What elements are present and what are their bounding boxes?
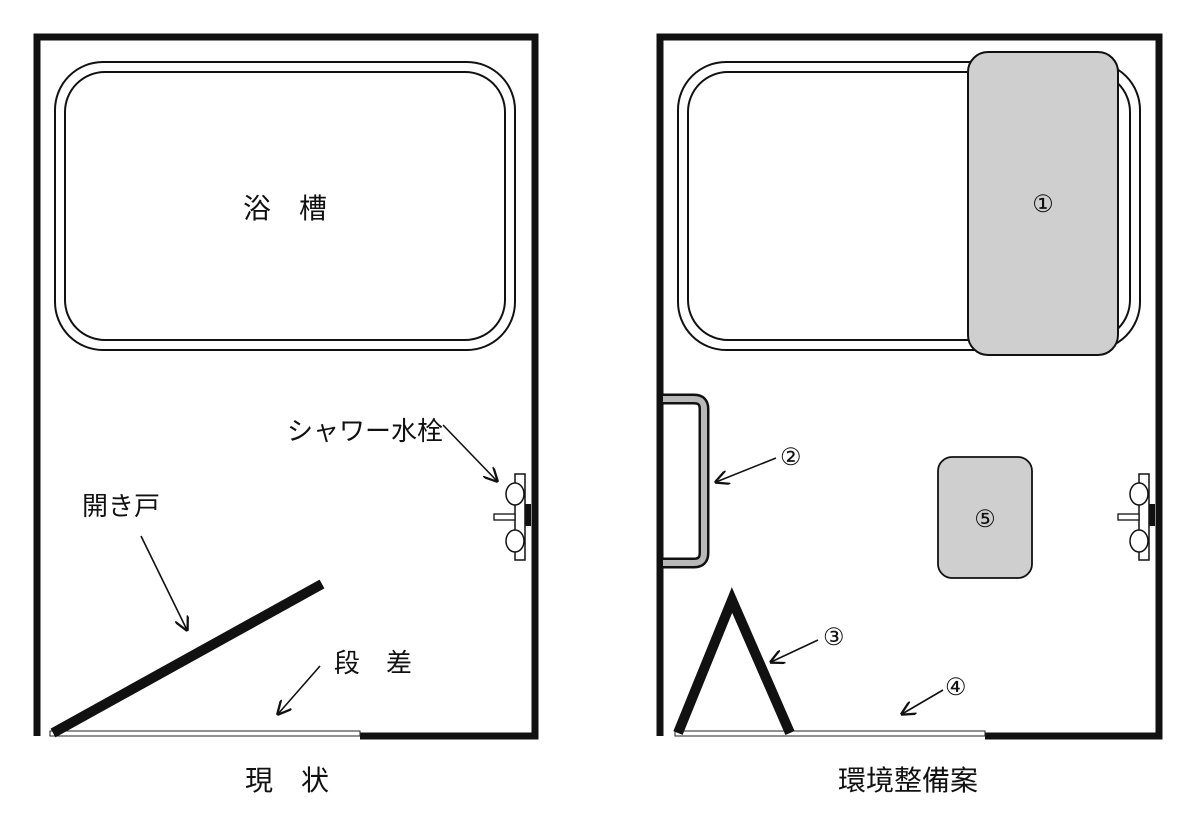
folding-door — [673, 587, 795, 735]
marker-2: ② — [780, 443, 802, 471]
right-plan: ① ② ⑤ ③ ④ 環境整備案 — [656, 33, 1163, 797]
right-shower-faucet — [1117, 473, 1155, 561]
left-swing-door — [50, 579, 325, 738]
bathtub-label: 浴 槽 — [243, 192, 327, 225]
left-step-threshold — [49, 730, 361, 737]
right-room-wall — [656, 33, 1163, 740]
left-caption: 現 状 — [245, 764, 329, 797]
swing-door-label: 開き戸 — [82, 492, 160, 522]
marker-5: ⑤ — [974, 505, 996, 533]
bath-board — [967, 51, 1119, 356]
step-label: 段 差 — [334, 649, 412, 679]
marker-4: ④ — [945, 673, 967, 701]
marker-3: ③ — [823, 623, 845, 651]
grab-bar-arrow — [716, 457, 777, 482]
step-arrow — [278, 665, 321, 714]
folding-door-arrow — [771, 639, 819, 662]
swing-door-arrow — [140, 535, 187, 630]
left-bathtub — [54, 61, 516, 351]
left-shower-faucet — [493, 473, 531, 561]
grab-bar-fill — [663, 396, 707, 566]
shower-chair — [937, 456, 1033, 579]
grab-bar — [663, 393, 710, 569]
shower-faucet-arrow — [442, 424, 497, 481]
right-threshold — [674, 730, 986, 737]
right-caption: 環境整備案 — [838, 764, 978, 797]
shower-faucet-label: シャワー水栓 — [287, 417, 443, 447]
threshold-arrow — [902, 689, 944, 714]
left-room-wall — [33, 33, 539, 740]
left-plan: 浴 槽 シャワー水栓 開き戸 段 差 現 状 — [33, 33, 539, 797]
marker-1: ① — [1032, 190, 1054, 218]
